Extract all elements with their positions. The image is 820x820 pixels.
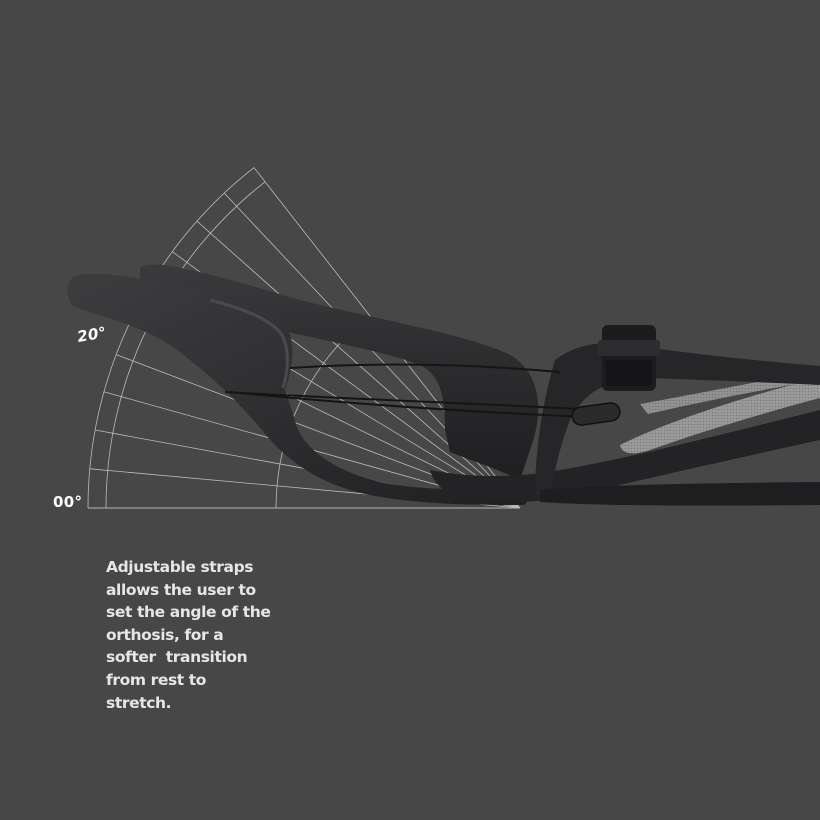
caption-line: from rest to (106, 670, 207, 689)
strap-slider (571, 402, 621, 426)
heel-cup-rim (209, 298, 289, 389)
feature-caption: Adjustable straps allows the user to set… (106, 556, 306, 714)
mesh-insert (620, 378, 820, 454)
caption-line: softer transition (106, 648, 248, 667)
strap-buckle-icon (598, 325, 660, 391)
caption-line: stretch. (106, 693, 172, 712)
caption-line: Adjustable straps (106, 558, 254, 576)
angle-label-bottom: 00° (53, 493, 83, 511)
caption-line: allows the user to (106, 580, 256, 599)
caption-line: orthosis, for a (106, 625, 224, 644)
sole-rail (540, 482, 820, 506)
foot-plate (430, 410, 820, 503)
heel-cup (67, 273, 530, 505)
adjustable-straps (224, 363, 613, 419)
caption-line: set the angle of the (106, 603, 271, 622)
